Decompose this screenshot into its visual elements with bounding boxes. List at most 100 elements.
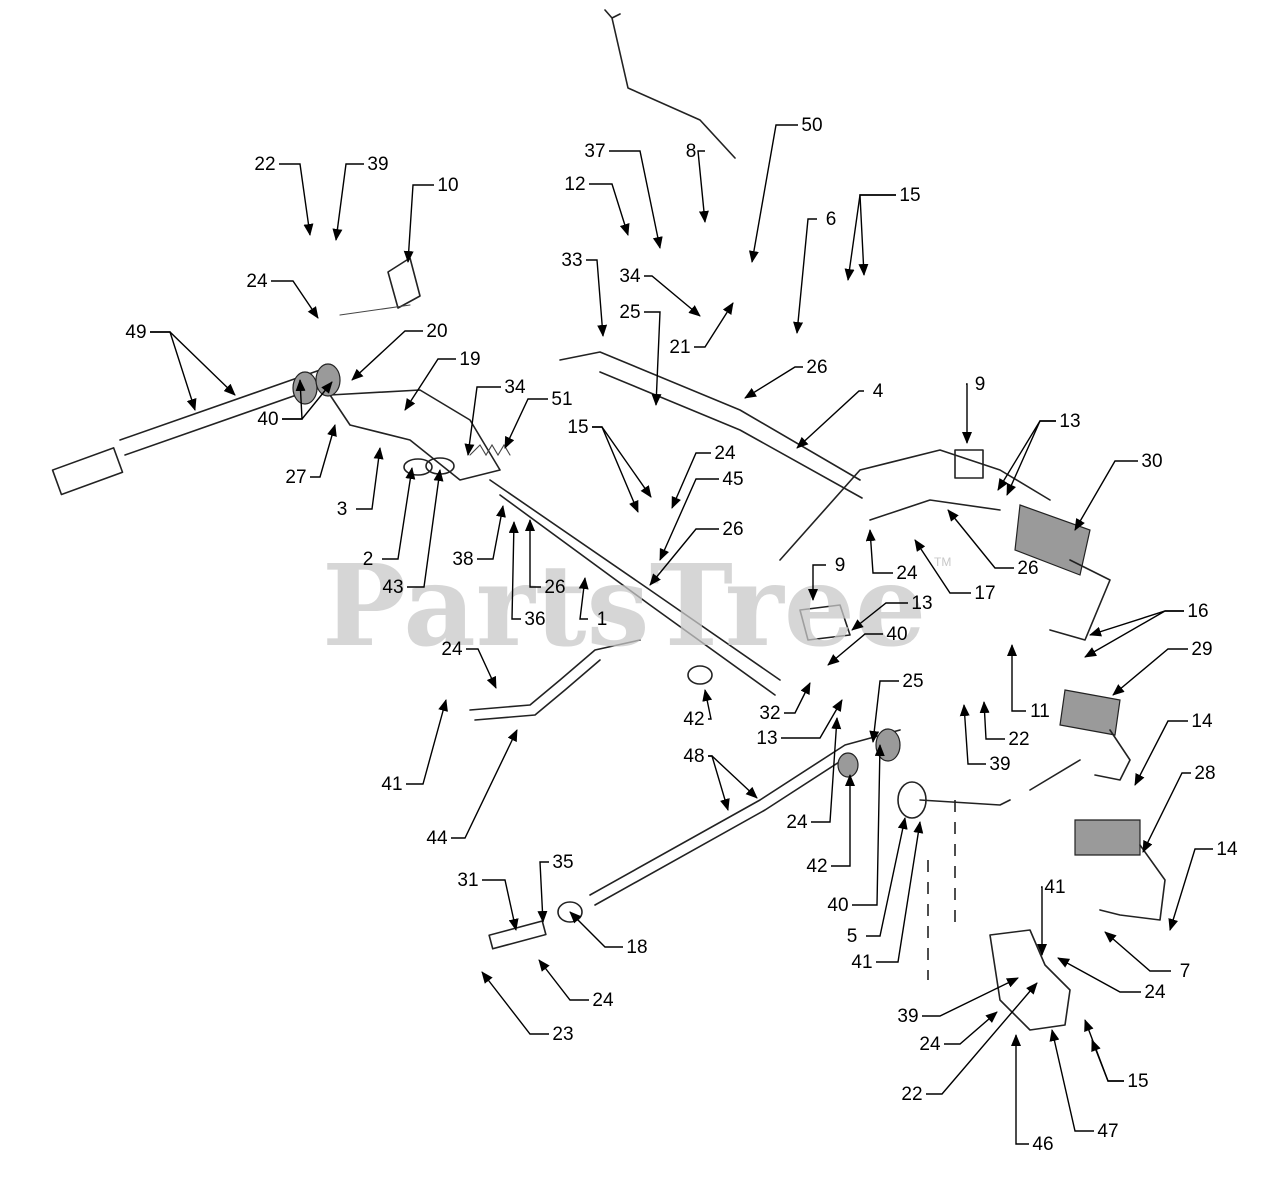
callout-label-44: 44 bbox=[426, 828, 448, 849]
callout-leader-5 bbox=[866, 817, 908, 937]
callout-label-23: 23 bbox=[552, 1024, 573, 1045]
callout-leader-15 bbox=[844, 194, 896, 281]
callout-label-51: 51 bbox=[551, 389, 572, 410]
callout-label-14: 14 bbox=[1191, 711, 1213, 732]
callout-leader-12 bbox=[589, 183, 630, 236]
callout-leader-1 bbox=[578, 577, 589, 620]
callout-label-14: 14 bbox=[1216, 839, 1238, 860]
callout-leader-29 bbox=[1112, 648, 1188, 696]
callout-leader-40 bbox=[282, 381, 333, 420]
callout-leader-11 bbox=[1007, 644, 1026, 712]
callout-leader-26 bbox=[947, 509, 1014, 569]
callout-label-39: 39 bbox=[989, 754, 1010, 775]
callout-label-2: 2 bbox=[363, 549, 374, 570]
callout-leader-33 bbox=[586, 259, 608, 337]
callout-label-3: 3 bbox=[337, 499, 348, 520]
callout-leader-15 bbox=[1091, 1039, 1124, 1082]
callout-leader-24 bbox=[865, 529, 893, 574]
callout-leader-42 bbox=[831, 774, 855, 867]
callout-label-34: 34 bbox=[619, 266, 641, 287]
callout-label-10: 10 bbox=[437, 175, 458, 196]
callout-leader-18 bbox=[569, 911, 623, 948]
callout-label-42: 42 bbox=[806, 856, 827, 877]
callout-leader-47 bbox=[1049, 1029, 1094, 1132]
callout-leader-6 bbox=[793, 218, 817, 334]
callout-leader-9 bbox=[962, 383, 972, 444]
callout-label-12: 12 bbox=[564, 174, 585, 195]
callout-leader-30 bbox=[1074, 460, 1138, 531]
callout-label-24: 24 bbox=[786, 812, 808, 833]
callout-leader-36 bbox=[508, 521, 521, 620]
callout-leader-24 bbox=[271, 280, 319, 319]
callout-label-48: 48 bbox=[683, 746, 704, 767]
callout-label-25: 25 bbox=[619, 302, 640, 323]
callout-label-15: 15 bbox=[1127, 1071, 1148, 1092]
callout-leader-3 bbox=[356, 447, 384, 510]
callout-label-26: 26 bbox=[722, 519, 743, 540]
callout-leader-28 bbox=[1142, 772, 1191, 853]
callout-leader-49 bbox=[150, 331, 236, 396]
callout-label-15: 15 bbox=[899, 185, 920, 206]
callout-label-40: 40 bbox=[827, 895, 848, 916]
callout-leader-15 bbox=[858, 194, 896, 276]
callout-leader-23 bbox=[481, 971, 549, 1035]
callout-label-30: 30 bbox=[1141, 451, 1162, 472]
callout-leader-24 bbox=[811, 717, 842, 823]
callout-label-17: 17 bbox=[974, 583, 995, 604]
callout-label-9: 9 bbox=[975, 374, 986, 395]
callout-leader-39 bbox=[922, 977, 1019, 1017]
callout-label-42: 42 bbox=[683, 709, 704, 730]
callout-label-26: 26 bbox=[806, 357, 827, 378]
callout-leader-26 bbox=[744, 366, 803, 399]
callout-leader-13 bbox=[781, 699, 843, 739]
watermark-brand: PartsTree bbox=[322, 541, 926, 672]
callout-leader-34 bbox=[464, 386, 501, 456]
callout-label-27: 27 bbox=[285, 467, 306, 488]
callout-leader-21 bbox=[694, 302, 734, 348]
callout-leader-9 bbox=[808, 564, 826, 601]
callout-leader-8 bbox=[697, 150, 709, 223]
callout-label-39: 39 bbox=[367, 154, 388, 175]
callout-label-49: 49 bbox=[125, 322, 146, 343]
watermark-trademark: TM bbox=[934, 555, 951, 569]
callout-label-5: 5 bbox=[847, 926, 858, 947]
callout-label-15: 15 bbox=[567, 417, 588, 438]
callout-label-19: 19 bbox=[459, 349, 480, 370]
callout-leader-17 bbox=[914, 539, 971, 594]
callout-label-24: 24 bbox=[441, 639, 463, 660]
callout-label-41: 41 bbox=[851, 952, 872, 973]
callout-leader-35 bbox=[537, 861, 549, 923]
callout-label-26: 26 bbox=[544, 577, 565, 598]
callout-leader-13 bbox=[1006, 420, 1056, 496]
callout-label-41: 41 bbox=[381, 774, 402, 795]
callout-label-37: 37 bbox=[584, 141, 605, 162]
callout-label-22: 22 bbox=[254, 154, 275, 175]
callout-label-8: 8 bbox=[686, 141, 697, 162]
callout-label-45: 45 bbox=[722, 469, 743, 490]
callout-leader-24 bbox=[466, 648, 497, 689]
callout-label-34: 34 bbox=[504, 377, 526, 398]
callout-leader-25 bbox=[869, 680, 899, 743]
callout-leader-31 bbox=[482, 879, 519, 931]
callout-label-31: 31 bbox=[457, 870, 478, 891]
callout-leader-20 bbox=[351, 330, 423, 381]
callout-leader-48 bbox=[708, 755, 730, 811]
callout-leader-22 bbox=[979, 701, 1005, 740]
exploded-parts-drawing bbox=[51, 9, 1166, 1031]
callout-label-47: 47 bbox=[1097, 1121, 1118, 1142]
callout-leader-13 bbox=[851, 602, 908, 631]
callout-leader-40 bbox=[827, 633, 883, 666]
callout-leader-15 bbox=[592, 426, 652, 498]
callout-label-24: 24 bbox=[919, 1034, 941, 1055]
callout-leader-10 bbox=[403, 184, 434, 263]
callout-label-43: 43 bbox=[382, 577, 403, 598]
callout-leader-24 bbox=[1057, 957, 1141, 993]
callout-label-33: 33 bbox=[561, 250, 582, 271]
callout-leader-45 bbox=[659, 478, 719, 561]
callout-leader-48 bbox=[708, 755, 758, 799]
callout-label-13: 13 bbox=[756, 728, 777, 749]
callout-label-7: 7 bbox=[1180, 961, 1191, 982]
callout-label-46: 46 bbox=[1032, 1134, 1053, 1155]
callout-label-9: 9 bbox=[835, 555, 846, 576]
